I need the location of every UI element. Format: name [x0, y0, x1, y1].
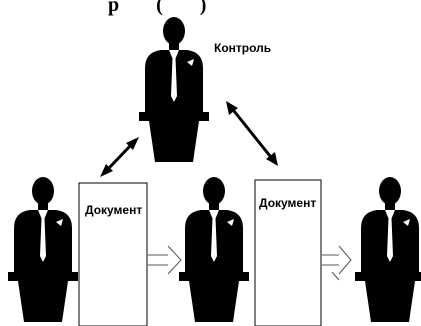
document-label-2: Документ: [259, 196, 317, 210]
document-box-2: [254, 179, 322, 326]
header-fragment: p ( ): [108, 0, 208, 16]
outline-arrow-icon: [322, 245, 352, 281]
speaker-at-podium-icon: [355, 177, 421, 322]
document-box-1: [78, 182, 148, 326]
document-label-1: Документ: [85, 203, 143, 217]
speaker-at-podium-icon: [179, 177, 249, 322]
speaker-at-podium-icon: [8, 177, 78, 322]
outline-arrow-icon: [148, 245, 182, 275]
speaker-left: [8, 177, 78, 322]
control-label: Контроль: [214, 41, 272, 55]
speaker-at-podium-icon: [139, 17, 209, 162]
bidirectional-arrow-icon: [226, 101, 278, 166]
control-speaker: [139, 17, 209, 162]
bidirectional-arrow-icon: [100, 137, 139, 177]
speaker-center: [179, 177, 249, 322]
speaker-right: [355, 177, 421, 322]
